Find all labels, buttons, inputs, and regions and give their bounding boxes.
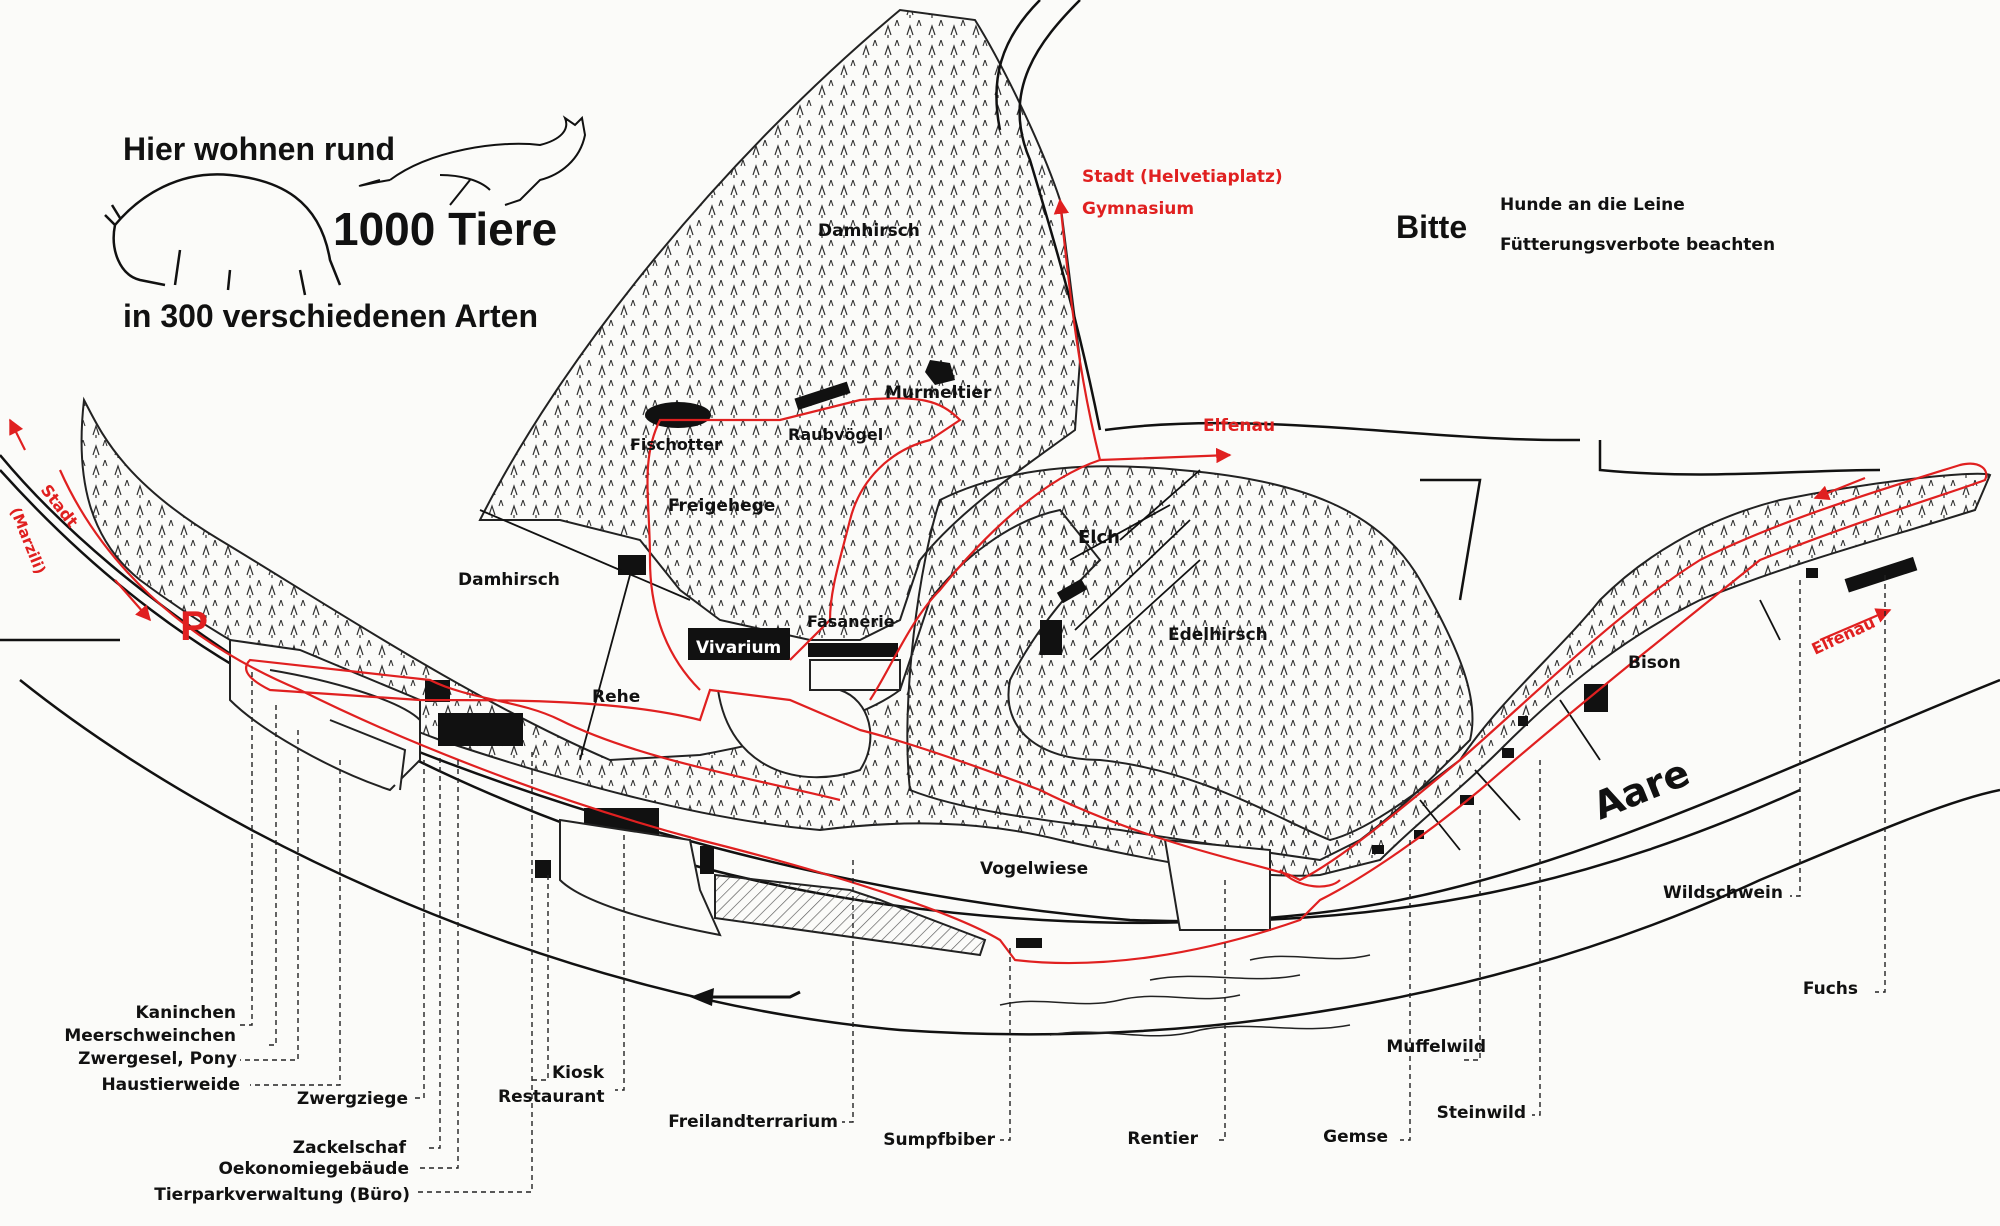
hut	[1372, 845, 1384, 854]
raubvoegel-building	[794, 381, 851, 411]
leader-lines	[240, 575, 1886, 1193]
hut	[1414, 830, 1424, 839]
legend-fuchs: Fuchs	[1803, 979, 1858, 999]
legend-verwaltung: Tierparkverwaltung (Büro)	[154, 1185, 410, 1205]
legend-wildschwein: Wildschwein	[1663, 883, 1783, 903]
label-edelhirsch: Edelhirsch	[1168, 625, 1268, 645]
notice-rule-2: Fütterungsverbote beachten	[1500, 235, 1775, 255]
legend-zackelschaf: Zackelschaf	[293, 1138, 407, 1158]
direction-stadt: Stadt	[37, 481, 82, 532]
legend-kaninchen: Kaninchen	[136, 1003, 237, 1023]
elch-shelter-2	[1040, 620, 1062, 655]
legend-sumpfbiber: Sumpfbiber	[883, 1130, 995, 1150]
legend-meerschweinchen: Meerschweinchen	[64, 1026, 236, 1046]
header-count: 1000 Tiere	[333, 203, 557, 255]
fuchs-building	[1844, 556, 1918, 593]
legend-freilandterrarium: Freilandterrarium	[668, 1112, 838, 1132]
river-waves	[999, 954, 1371, 1037]
direction-stadt-helvetiaplatz: Stadt (Helvetiaplatz)	[1082, 167, 1283, 187]
vivarium-building	[688, 628, 790, 660]
legend-rentier: Rentier	[1127, 1129, 1198, 1149]
notice-rule-1: Hunde an die Leine	[1500, 195, 1685, 215]
wildschwein-shelter	[1806, 568, 1818, 578]
label-vogelwiese: Vogelwiese	[980, 859, 1088, 879]
label-rehe: Rehe	[592, 687, 640, 707]
legend-haustierweide: Haustierweide	[101, 1075, 240, 1095]
direction-elfenau-road: Elfenau	[1203, 416, 1275, 436]
river-label: Aare	[1587, 750, 1696, 828]
legend-zwergziege: Zwergziege	[297, 1089, 408, 1109]
label-freigehege: Freigehege	[668, 496, 775, 516]
kiosk-building	[535, 860, 551, 878]
legend-steinwild: Steinwild	[1437, 1103, 1526, 1123]
direction-gymnasium: Gymnasium	[1082, 199, 1194, 219]
parking-sign: P	[180, 602, 208, 649]
damhirsch-shelter	[618, 555, 646, 575]
river-flow-arrow	[700, 990, 801, 999]
oekonomie-building	[438, 713, 523, 746]
fischotter-pond	[645, 402, 711, 428]
sumpfbiber-hut	[1016, 938, 1042, 948]
fences	[479, 469, 1781, 851]
notice-title: Bitte	[1396, 209, 1467, 245]
header-line-3: in 300 verschiedenen Arten	[123, 298, 538, 334]
direction-elfenau-river: Elfenau	[1809, 613, 1878, 659]
fasanerie-building	[808, 643, 898, 657]
label-elch: Elch	[1078, 527, 1120, 548]
freilandterrarium-area	[714, 873, 987, 957]
legend-oekonomie: Oekonomiegebäude	[218, 1159, 409, 1179]
label-fischotter: Fischotter	[630, 435, 722, 454]
small-building	[700, 846, 714, 874]
forest-areas	[80, 8, 1992, 877]
murmeltier-shelter	[925, 360, 955, 385]
legend-gemse: Gemse	[1323, 1127, 1388, 1147]
legend-zwergesel: Zwergesel, Pony	[78, 1049, 237, 1069]
label-vivarium: Vivarium	[696, 638, 781, 658]
elch-shelter-1	[1056, 578, 1088, 604]
label-fasanerie: Fasanerie	[807, 612, 895, 631]
legend-restaurant: Restaurant	[498, 1087, 605, 1107]
label-damhirsch-left: Damhirsch	[458, 570, 560, 590]
label-bison: Bison	[1628, 653, 1681, 673]
label-damhirsch-top: Damhirsch	[818, 221, 920, 241]
hut	[1518, 716, 1528, 726]
meadows	[229, 638, 1271, 937]
bison-illustration	[104, 173, 342, 296]
river-flow-arrowhead	[690, 988, 714, 1006]
visitor-route	[9, 198, 1988, 965]
legend-muffelwild: Muffelwild	[1386, 1037, 1486, 1057]
label-raubvoegel: Raubvögel	[788, 425, 883, 444]
label-murmeltier: Murmeltier	[885, 383, 992, 403]
fox-illustration	[358, 115, 587, 206]
header-line-1: Hier wohnen rund	[123, 131, 395, 167]
legend: Kaninchen Meerschweinchen Zwergesel, Pon…	[64, 883, 1858, 1205]
hut	[1502, 748, 1514, 758]
legend-kiosk: Kiosk	[552, 1063, 605, 1083]
